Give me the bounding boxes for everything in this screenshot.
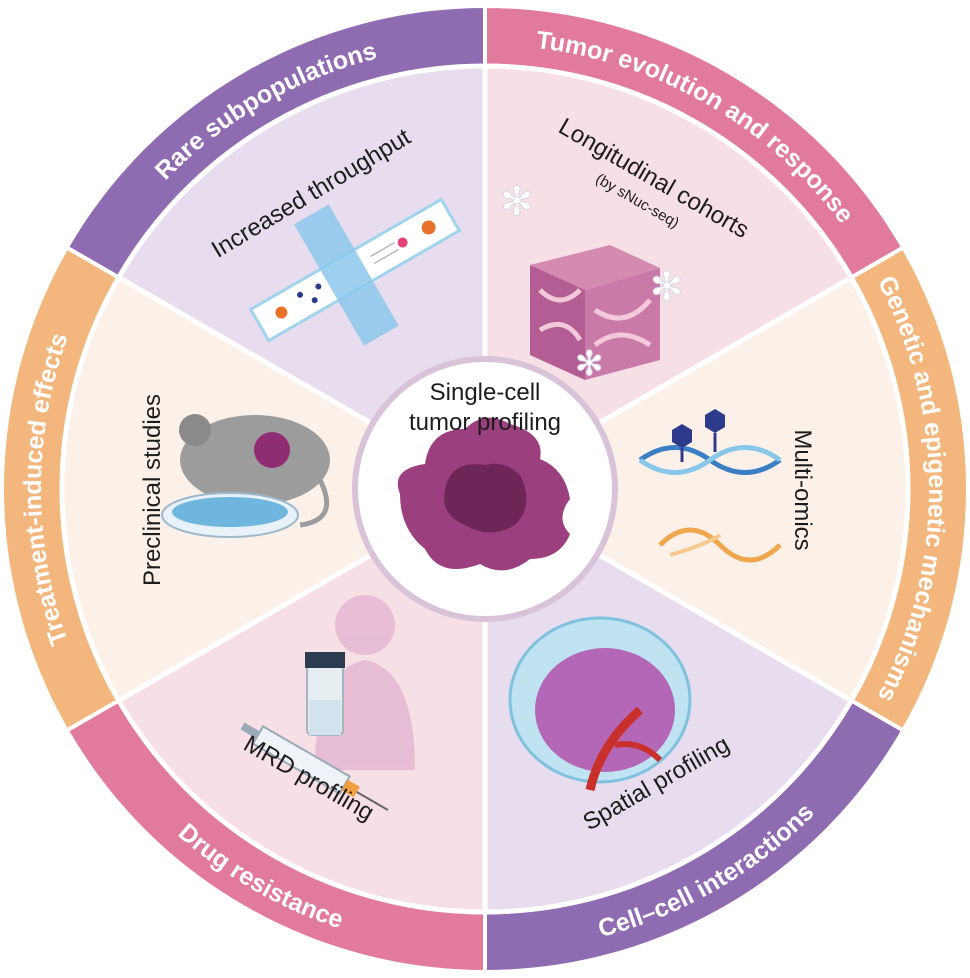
tissue-cube-icon: ✻ ✻ ✻ <box>500 180 685 384</box>
center-title-line1: Single-cell <box>430 379 541 406</box>
snowflake-icon: ✻ <box>650 265 684 309</box>
mouse-petri-dish-icon <box>161 414 330 538</box>
tissue-section-icon <box>508 616 692 792</box>
label-multi-omics: Multi-omics <box>789 429 816 550</box>
label-preclinical-studies: Preclinical studies <box>139 394 166 586</box>
inner-sector <box>479 274 911 704</box>
center-title-line2: tumor profiling <box>409 409 561 436</box>
microfluidic-chip-icon <box>248 197 462 346</box>
dna-rna-icon <box>638 409 782 563</box>
inner-sector <box>115 63 488 494</box>
snowflake-icon: ✻ <box>500 180 534 224</box>
vial-syringe-icon <box>240 652 389 811</box>
nucleus-icon <box>444 463 527 533</box>
inner-sector <box>115 484 488 915</box>
snowflake-icon: ✻ <box>575 345 604 383</box>
inner-sector <box>482 63 855 494</box>
